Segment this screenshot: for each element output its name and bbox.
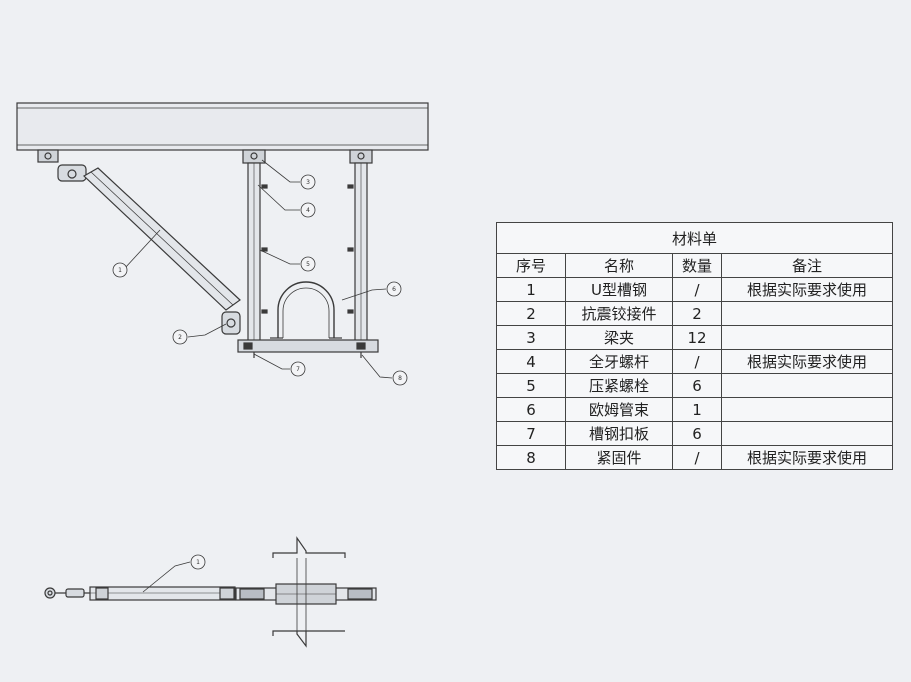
vertical-rod-left: [247, 162, 268, 344]
cell-name: 紧固件: [565, 445, 673, 470]
svg-text:1: 1: [118, 267, 122, 274]
callout-7: 7: [290, 361, 306, 377]
cell-name: 槽钢扣板: [565, 421, 673, 446]
cell-remark: 根据实际要求使用: [721, 445, 893, 470]
header-remark: 备注: [721, 253, 893, 278]
callout-1: 1: [112, 262, 128, 278]
svg-text:1: 1: [196, 559, 200, 566]
svg-text:4: 4: [306, 207, 310, 214]
table-row: 4 全牙螺杆 / 根据实际要求使用: [496, 349, 893, 374]
table-title-row: 材料单: [496, 222, 893, 254]
cell-name: U型槽钢: [565, 277, 673, 302]
cell-qty: /: [672, 277, 722, 302]
callout-3: 3: [300, 174, 316, 190]
table-header-row: 序号 名称 数量 备注: [496, 253, 893, 278]
beam-clamp-left: [37, 149, 59, 163]
cell-name: 欧姆管束: [565, 397, 673, 422]
vertical-rod-right: [347, 162, 368, 344]
cell-no: 4: [496, 349, 566, 374]
cell-remark: 根据实际要求使用: [721, 277, 893, 302]
material-list-table: 材料单 序号 名称 数量 备注 1 U型槽钢 / 根据实际要求使用 2 抗震铰接…: [496, 222, 893, 470]
cell-qty: 12: [672, 325, 722, 350]
overhead-beam: [16, 102, 429, 151]
cell-no: 6: [496, 397, 566, 422]
bottom-channel: [237, 339, 379, 358]
cell-no: 7: [496, 421, 566, 446]
leader-lines: [124, 159, 393, 593]
cell-remark: [721, 301, 893, 326]
table-title: 材料单: [496, 222, 893, 254]
callout-4: 4: [300, 202, 316, 218]
cell-qty: 6: [672, 373, 722, 398]
table-row: 8 紧固件 / 根据实际要求使用: [496, 445, 893, 470]
callout-2: 2: [172, 329, 188, 345]
cell-qty: 6: [672, 421, 722, 446]
cell-no: 1: [496, 277, 566, 302]
top-hinge: [57, 164, 87, 182]
cell-no: 3: [496, 325, 566, 350]
callout-5: 5: [300, 256, 316, 272]
svg-text:7: 7: [296, 366, 300, 373]
cell-remark: [721, 421, 893, 446]
svg-text:5: 5: [306, 261, 310, 268]
header-no: 序号: [496, 253, 566, 278]
bottom-hinge: [221, 311, 241, 335]
cell-remark: [721, 325, 893, 350]
table-row: 2 抗震铰接件 2: [496, 301, 893, 326]
cell-qty: 2: [672, 301, 722, 326]
table-row: 7 槽钢扣板 6: [496, 421, 893, 446]
plan-view-brace: [44, 586, 236, 601]
cell-no: 5: [496, 373, 566, 398]
callout-6: 6: [386, 281, 402, 297]
cell-remark: [721, 397, 893, 422]
cell-name: 压紧螺栓: [565, 373, 673, 398]
wall-break-lines: [272, 536, 346, 648]
table-row: 6 欧姆管束 1: [496, 397, 893, 422]
omega-pipe-clamp: [270, 281, 342, 339]
header-qty: 数量: [672, 253, 722, 278]
cell-qty: 1: [672, 397, 722, 422]
beam-clamp-middle: [242, 149, 266, 164]
table-row: 5 压紧螺栓 6: [496, 373, 893, 398]
cell-qty: /: [672, 445, 722, 470]
cell-remark: [721, 373, 893, 398]
cell-name: 抗震铰接件: [565, 301, 673, 326]
diagonal-brace-channel: [82, 167, 241, 311]
svg-text:3: 3: [306, 179, 310, 186]
cell-qty: /: [672, 349, 722, 374]
callout-1-plan: 1: [190, 554, 206, 570]
svg-text:2: 2: [178, 334, 182, 341]
beam-clamp-right: [349, 149, 373, 164]
table-row: 3 梁夹 12: [496, 325, 893, 350]
cell-remark: 根据实际要求使用: [721, 349, 893, 374]
svg-text:6: 6: [392, 286, 396, 293]
cell-no: 2: [496, 301, 566, 326]
cell-no: 8: [496, 445, 566, 470]
table-row: 1 U型槽钢 / 根据实际要求使用: [496, 277, 893, 302]
svg-text:8: 8: [398, 375, 402, 382]
cell-name: 全牙螺杆: [565, 349, 673, 374]
cell-name: 梁夹: [565, 325, 673, 350]
callout-8: 8: [392, 370, 408, 386]
header-name: 名称: [565, 253, 673, 278]
